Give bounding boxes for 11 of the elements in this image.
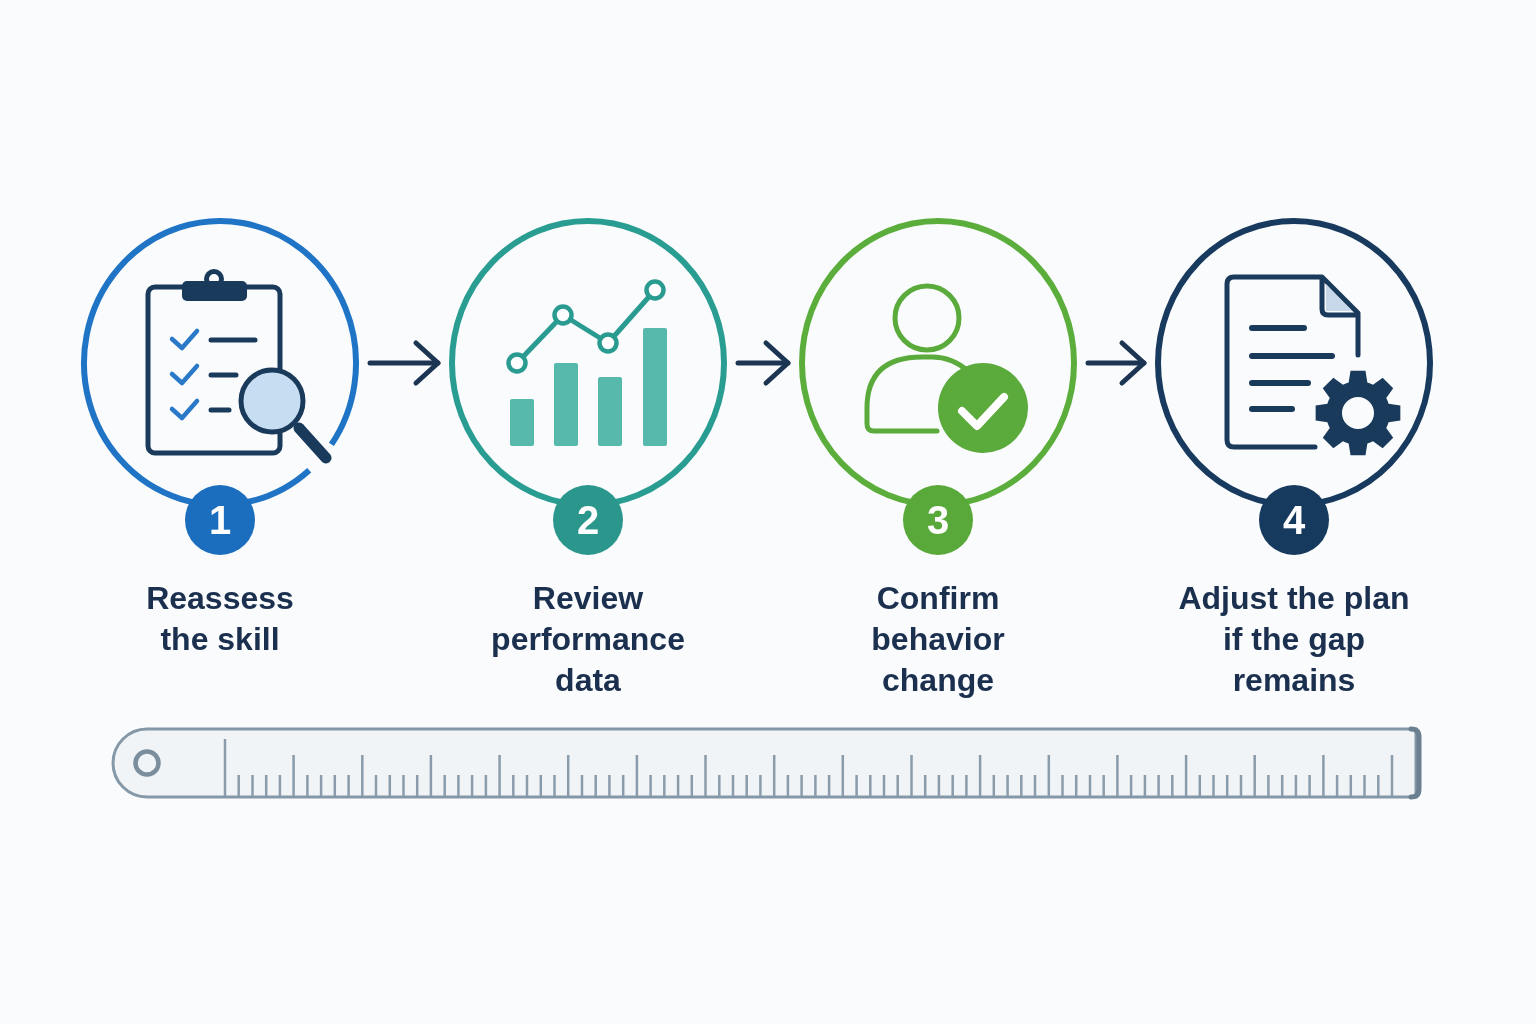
step-label: Confirm behavior change [870,579,1006,700]
number-badge: 4 [1259,485,1329,555]
step-label: Review performance data [490,579,686,700]
step-label: Reassess the skill [145,579,295,659]
number-badge: 2 [553,485,623,555]
arrow [367,340,441,386]
number-badge: 3 [903,485,973,555]
arrow [735,340,791,386]
step-label: Adjust the plan if the gap remains [1177,579,1411,700]
arrow [1085,340,1147,386]
number-badge: 1 [185,485,255,555]
